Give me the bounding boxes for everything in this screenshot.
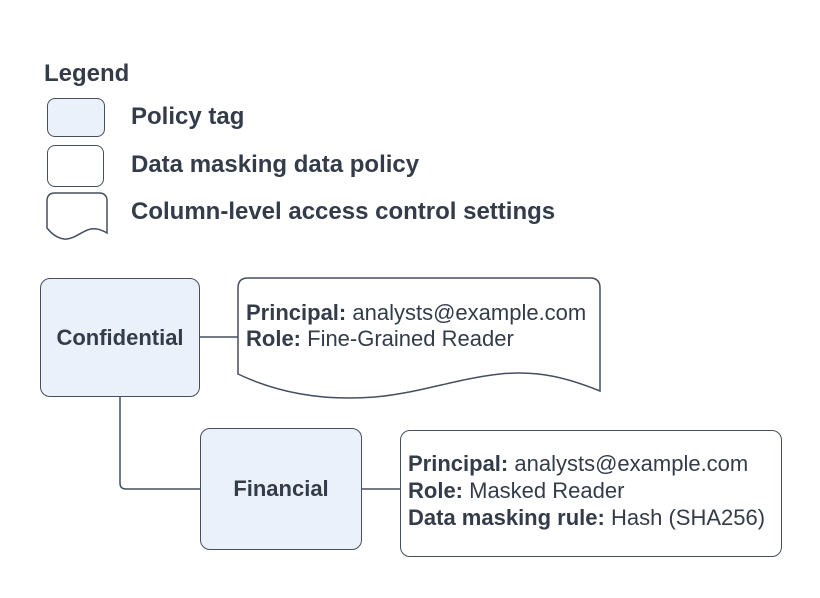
legend-label-data-masking-policy: Data masking data policy: [131, 151, 420, 178]
policy-tag-swatch: [47, 98, 105, 137]
policy-tag-confidential-label: Confidential: [56, 324, 184, 350]
legend-label-access-control: Column-level access control settings: [131, 198, 556, 225]
principal-label: Principal:: [246, 300, 347, 325]
role-value: Fine-Grained Reader: [307, 326, 514, 351]
data-policy-card: [400, 430, 782, 557]
legend-label-policy-tag: Policy tag: [131, 103, 245, 130]
masking-rule-label: Data masking rule:: [408, 505, 605, 530]
data-masking-policy-swatch: [47, 145, 104, 187]
data-policy-card-text: Principal: analysts@example.com Role: Ma…: [408, 450, 765, 531]
role-value: Masked Reader: [469, 478, 625, 503]
data-policy-principal-line: Principal: analysts@example.com: [408, 450, 765, 477]
legend-title: Legend: [44, 60, 130, 87]
policy-tag-financial: Financial: [200, 428, 362, 550]
data-policy-rule-line: Data masking rule: Hash (SHA256): [408, 504, 765, 531]
policy-tag-financial-label: Financial: [233, 476, 329, 501]
principal-value: analysts@example.com: [352, 300, 587, 325]
access-control-swatch-shape: [46, 192, 108, 240]
access-control-card: Principal: analysts@example.com Role: Fi…: [246, 300, 586, 352]
policy-tag-confidential: Confidential: [40, 278, 200, 397]
role-label: Role:: [246, 326, 301, 351]
data-policy-role-line: Role: Masked Reader: [408, 477, 765, 504]
access-control-role-line: Role: Fine-Grained Reader: [246, 326, 586, 352]
principal-value: analysts@example.com: [514, 451, 749, 476]
principal-label: Principal:: [408, 451, 509, 476]
connector-confidential-financial: [119, 397, 200, 490]
access-control-principal-line: Principal: analysts@example.com: [246, 300, 586, 326]
masking-rule-value: Hash (SHA256): [610, 505, 766, 530]
role-label: Role:: [408, 478, 463, 503]
